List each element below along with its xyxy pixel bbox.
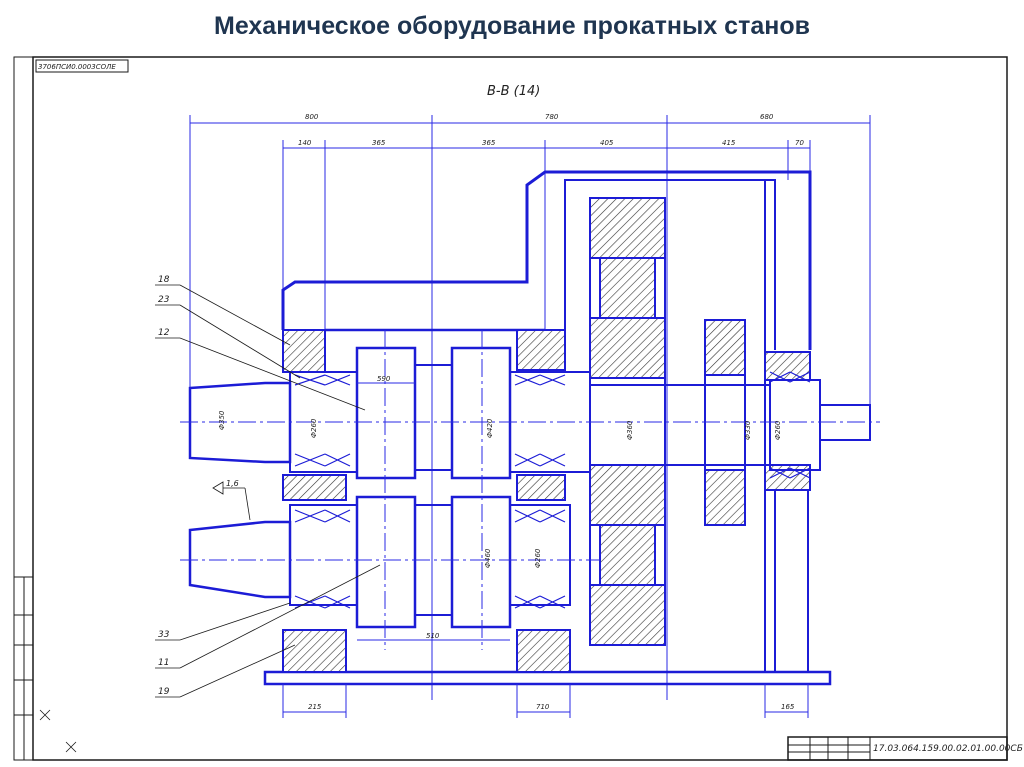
diameter-labels: Ф350 Ф260 Ф420 Ф360 Ф330 Ф260 Ф460 Ф260 bbox=[218, 410, 782, 568]
roll-upper bbox=[355, 346, 512, 480]
sheet-frame: 3706ПСИ0.0003СОЛЕ 17.03.064.159.00.02.01… bbox=[13, 56, 1023, 761]
dim-overall-2: 780 bbox=[545, 113, 559, 121]
dim-bottom-3: 165 bbox=[781, 703, 795, 711]
dim-inner-2: 510 bbox=[426, 632, 440, 640]
dim-bottom-2: 710 bbox=[536, 703, 550, 711]
dia-label-8: Ф260 bbox=[534, 548, 542, 568]
leader-11: 11 bbox=[158, 658, 169, 668]
leader-33: 33 bbox=[158, 630, 170, 640]
leader-callouts: 18 23 12 33 11 19 1,6 bbox=[155, 275, 381, 698]
dim-overall-3: 680 bbox=[760, 113, 774, 121]
dim-detail-6: 70 bbox=[795, 139, 804, 147]
dim-overall-1: 800 bbox=[305, 113, 319, 121]
bottom-dimensions: 215 710 165 bbox=[282, 684, 809, 718]
dia-label-4: Ф360 bbox=[626, 420, 634, 440]
document-number: 17.03.064.159.00.02.01.00.00СБ bbox=[873, 744, 1023, 754]
dia-label-5: Ф330 bbox=[744, 420, 752, 440]
dia-label-3: Ф420 bbox=[486, 418, 494, 438]
section-label: В-В (14) bbox=[487, 84, 540, 99]
dim-detail-1: 140 bbox=[298, 139, 312, 147]
center-lines bbox=[180, 330, 880, 650]
dim-detail-4: 405 bbox=[600, 139, 614, 147]
surface-mark: 1,6 bbox=[226, 479, 239, 488]
leader-19: 19 bbox=[158, 687, 170, 697]
dim-detail-2: 365 bbox=[372, 139, 386, 147]
inner-dimensions: 590 510 bbox=[357, 375, 510, 641]
dim-detail-3: 365 bbox=[482, 139, 496, 147]
dim-inner-1: 590 bbox=[377, 375, 391, 383]
leader-23: 23 bbox=[158, 295, 170, 305]
dia-label-7: Ф460 bbox=[484, 548, 492, 568]
dia-label-2: Ф260 bbox=[310, 418, 318, 438]
leader-18: 18 bbox=[158, 275, 170, 285]
slide-title: Механическое оборудование прокатных стан… bbox=[214, 12, 810, 40]
leader-12: 12 bbox=[158, 328, 170, 338]
dia-label-1: Ф350 bbox=[218, 410, 226, 430]
top-dimensions: 800 780 680 140 365 365 405 415 70 bbox=[189, 113, 871, 700]
dim-bottom-1: 215 bbox=[308, 703, 322, 711]
corner-stamp: 3706ПСИ0.0003СОЛЕ bbox=[38, 63, 116, 71]
dia-label-6: Ф260 bbox=[774, 420, 782, 440]
dim-detail-5: 415 bbox=[722, 139, 736, 147]
gearbox-housing bbox=[263, 170, 832, 686]
large-gear bbox=[589, 197, 666, 646]
